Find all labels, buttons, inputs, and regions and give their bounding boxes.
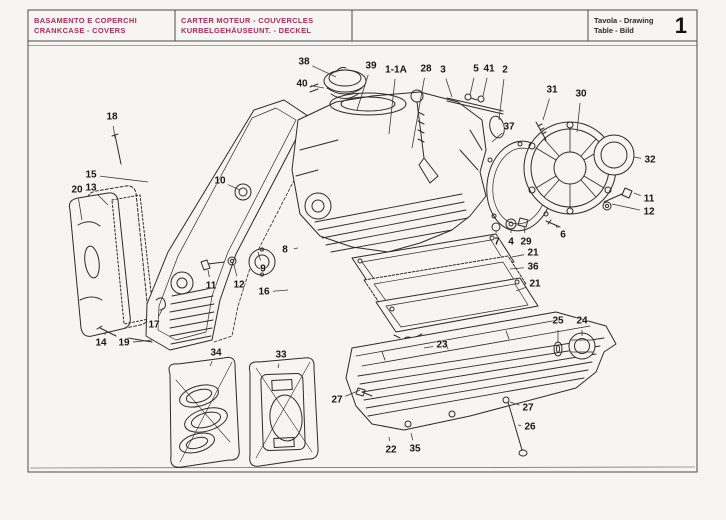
callout-25: 25 [552, 315, 564, 327]
callout-12: 12 [233, 279, 245, 291]
callout-37: 37 [503, 121, 515, 133]
title-german: KURBELGEHÄUSEUNT. - DECKEL [181, 25, 312, 35]
callout-7: 7 [494, 236, 500, 248]
callout-4: 4 [508, 236, 514, 248]
callout-8: 8 [282, 244, 288, 256]
callout-1-1A: 1-1A [385, 64, 407, 76]
callout-16: 16 [258, 286, 270, 298]
callout-13: 13 [85, 182, 97, 194]
callout-24: 24 [576, 315, 588, 327]
callout-41: 41 [483, 63, 495, 75]
callout-35: 35 [409, 443, 421, 455]
page-frame [27, 9, 698, 473]
callout-34: 34 [210, 347, 222, 359]
callout-36: 36 [527, 261, 539, 273]
callout-39: 39 [365, 60, 377, 72]
callout-31: 31 [546, 84, 558, 96]
title-english: CRANKCASE - COVERS [34, 25, 126, 35]
callout-22: 22 [385, 444, 397, 456]
title-italian: BASAMENTO E COPERCHI [34, 16, 137, 26]
callout-15: 15 [85, 169, 97, 181]
header-title-fr-de: CARTER MOTEUR - COUVERCLES KURBELGEHÄUSE… [175, 10, 352, 41]
leader-lines [78, 65, 642, 442]
callout-32: 32 [644, 154, 656, 166]
callout-2: 2 [502, 64, 508, 76]
callout-12: 12 [643, 206, 655, 218]
table-number: 1 [674, 12, 687, 38]
callout-5: 5 [473, 63, 479, 75]
callout-40: 40 [296, 78, 308, 90]
callout-21: 21 [529, 278, 541, 290]
callout-11: 11 [643, 193, 655, 205]
callout-21: 21 [527, 247, 539, 259]
callout-38: 38 [298, 56, 310, 68]
callout-28: 28 [420, 63, 432, 75]
callout-6: 6 [560, 229, 566, 241]
engine-line-art [68, 67, 635, 468]
callout-27: 27 [522, 402, 534, 414]
header-title-it-en: BASAMENTO E COPERCHI CRANKCASE - COVERS [28, 10, 175, 41]
callout-20: 20 [71, 184, 83, 196]
callout-10: 10 [214, 175, 226, 187]
table-label-line2: Table - Bild [594, 25, 634, 35]
title-french: CARTER MOTEUR - COUVERCLES [181, 16, 314, 26]
callout-17: 17 [148, 319, 160, 331]
callout-29: 29 [520, 236, 532, 248]
header-table-cell: Tavola - Drawing Table - Bild 1 [588, 10, 697, 41]
callout-27: 27 [331, 394, 343, 406]
callout-14: 14 [95, 337, 107, 349]
callout-26: 26 [524, 421, 536, 433]
callout-18: 18 [106, 111, 118, 123]
callout-33: 33 [275, 349, 287, 361]
table-label: Tavola - Drawing Table - Bild [594, 16, 653, 36]
callout-19: 19 [118, 337, 130, 349]
callout-3: 3 [440, 64, 446, 76]
callout-9: 9 [260, 263, 266, 275]
callout-11: 11 [205, 280, 217, 292]
table-label-line1: Tavola - Drawing [594, 15, 654, 25]
callout-30: 30 [575, 88, 587, 100]
callout-23: 23 [436, 339, 448, 351]
